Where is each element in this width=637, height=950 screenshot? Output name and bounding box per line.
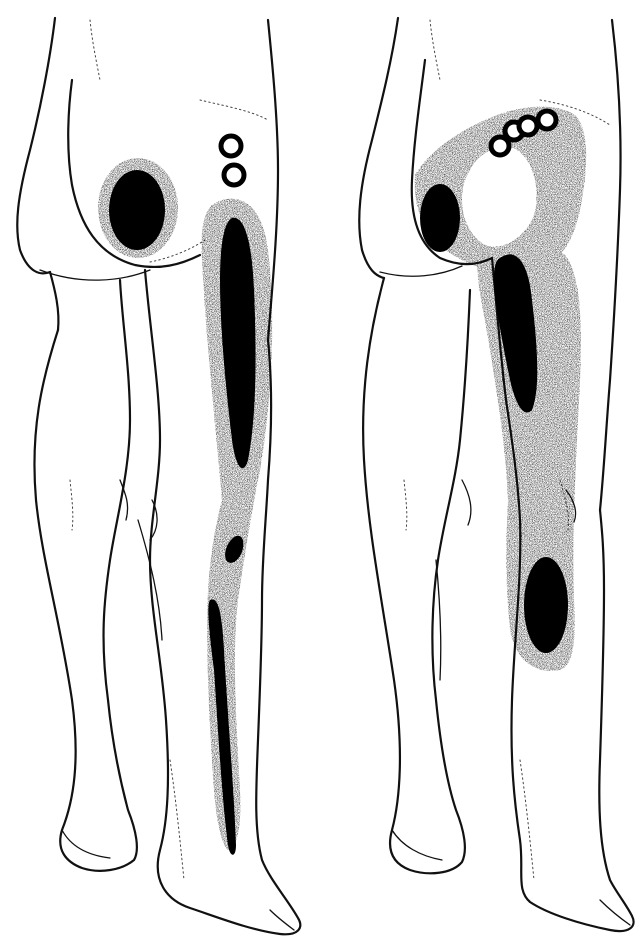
- trigger-point-marker: [538, 111, 556, 129]
- trigger-point-marker: [491, 137, 509, 155]
- right-knee-core: [524, 557, 568, 653]
- right-buttock-core: [420, 184, 460, 252]
- left-buttock-core: [109, 170, 165, 250]
- trigger-point-marker: [519, 117, 537, 135]
- trigger-point-marker: [224, 165, 244, 185]
- right-figure: [359, 18, 633, 931]
- left-trigger-points: [221, 136, 244, 185]
- left-figure: [17, 18, 300, 934]
- trigger-point-marker: [221, 136, 241, 156]
